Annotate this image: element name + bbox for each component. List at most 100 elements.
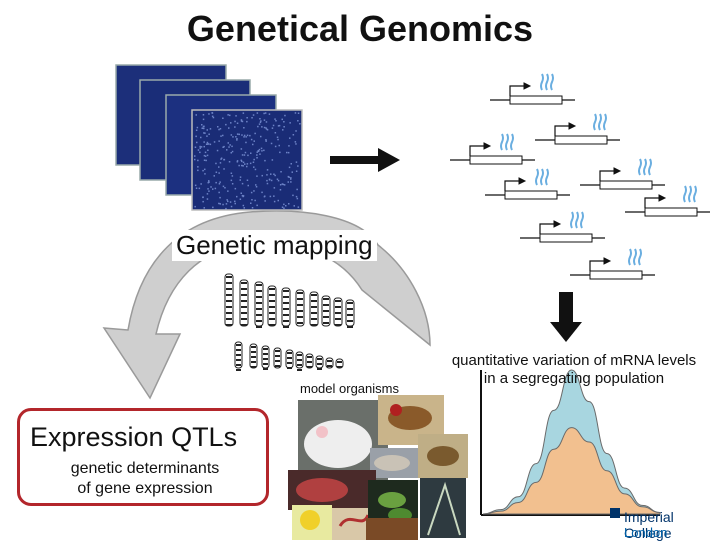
chromosome-band	[307, 356, 312, 358]
chromosome-band	[251, 346, 256, 348]
mrna-transcript	[550, 73, 554, 91]
chromosome-band	[335, 306, 341, 308]
mrna-transcript	[535, 168, 539, 186]
chromosome-band	[226, 282, 232, 284]
chromosome-band	[297, 322, 303, 324]
promoter-arrowhead	[613, 167, 622, 175]
chromosome-band	[335, 318, 341, 320]
chromosome-band	[327, 365, 332, 367]
chromosome-band	[236, 344, 241, 346]
chromosome-band	[347, 326, 353, 328]
chromosome-band	[263, 348, 268, 350]
mrna-transcript	[693, 185, 697, 203]
chromosome-band	[263, 353, 268, 355]
chromosome-band	[241, 312, 247, 314]
chromosome-band	[236, 354, 241, 356]
mrna-transcript	[598, 113, 602, 131]
chromosome-band	[297, 359, 302, 361]
chromosome-band	[269, 294, 275, 296]
chromosome-band	[263, 363, 268, 365]
chromosome-band	[269, 306, 275, 308]
chromosome-band	[297, 310, 303, 312]
chromosome-band	[236, 359, 241, 361]
chromosome-band	[287, 352, 292, 354]
mrna-transcript	[593, 113, 597, 131]
chromosome-band	[241, 318, 247, 320]
chromosome-band	[297, 364, 302, 366]
promoter-arrow	[644, 197, 659, 208]
expression-qtl-box	[17, 408, 269, 506]
promoter-arrowhead	[518, 177, 527, 185]
chromosome-band	[283, 326, 289, 328]
gene-box	[469, 155, 523, 165]
chromosome-band	[283, 296, 289, 298]
promoter-arrow	[469, 145, 484, 156]
promoter-arrow	[504, 180, 519, 191]
chromosome-band	[251, 356, 256, 358]
imperial-college-logo	[610, 508, 620, 518]
chromosome-band	[241, 300, 247, 302]
chromosome-band	[297, 298, 303, 300]
promoter-arrow	[509, 85, 524, 96]
mrna-transcript	[638, 158, 642, 176]
chromosome-band	[241, 306, 247, 308]
chromosome-band	[347, 308, 353, 310]
chromosome-band	[241, 282, 247, 284]
chromosome-band	[347, 320, 353, 322]
chromosome-band	[311, 306, 317, 308]
chromosome-band	[263, 358, 268, 360]
promoter-arrowhead	[603, 257, 612, 265]
gene-box	[509, 95, 563, 105]
chromosome-band	[251, 351, 256, 353]
chromosome-band	[317, 358, 322, 360]
chromosome-band	[323, 316, 329, 318]
gene-box	[589, 270, 643, 280]
chromosome-band	[297, 369, 302, 371]
gene-box	[599, 180, 653, 190]
promoter-arrow	[589, 260, 604, 271]
promoter-arrow	[539, 223, 554, 234]
promoter-arrow	[599, 170, 614, 181]
chromosome-band	[275, 360, 280, 362]
mrna-transcript	[643, 158, 647, 176]
chromosome	[295, 289, 305, 327]
chromosome-band	[263, 368, 268, 370]
mrna-transcript	[500, 133, 504, 151]
chromosome-band	[256, 326, 262, 328]
chromosome-band	[269, 300, 275, 302]
chromosome-band	[311, 324, 317, 326]
microarray-slides-icon	[115, 64, 303, 211]
page-title: Genetical Genomics	[186, 8, 534, 49]
mrna-transcript	[648, 158, 652, 176]
chromosome-band	[323, 304, 329, 306]
chromosome-band	[269, 312, 275, 314]
chromosome-band	[335, 312, 341, 314]
chromosome-band	[226, 312, 232, 314]
gene-box	[644, 207, 698, 217]
right-arrow-icon	[330, 148, 400, 172]
eqtl-subtitle-line-1: genetic determinants	[70, 460, 220, 477]
mrna-transcript	[628, 248, 632, 266]
gene-box	[504, 190, 558, 200]
gene-box	[554, 135, 608, 145]
chromosome-band	[287, 362, 292, 364]
chromosome-band	[226, 276, 232, 278]
chromosome-band	[283, 302, 289, 304]
chromosome-band	[251, 361, 256, 363]
mrna-transcript	[570, 211, 574, 229]
promoter-arrow	[554, 125, 569, 136]
mrna-transcript	[540, 73, 544, 91]
mrna-transcript	[545, 168, 549, 186]
chromosome-band	[337, 366, 342, 368]
mrna-transcript	[688, 185, 692, 203]
promoter-arrowhead	[553, 220, 562, 228]
variation-line-1: quantitative variation of mRNA levels	[451, 352, 697, 369]
chromosome-band	[226, 294, 232, 296]
chromosome-band	[335, 300, 341, 302]
promoter-arrowhead	[523, 82, 532, 90]
chromosome-band	[347, 314, 353, 316]
genetic-mapping-label: Genetic mapping	[172, 230, 377, 261]
chromosome-band	[275, 350, 280, 352]
mrna-transcript	[540, 168, 544, 186]
model-organisms-collage-icon	[288, 395, 468, 540]
